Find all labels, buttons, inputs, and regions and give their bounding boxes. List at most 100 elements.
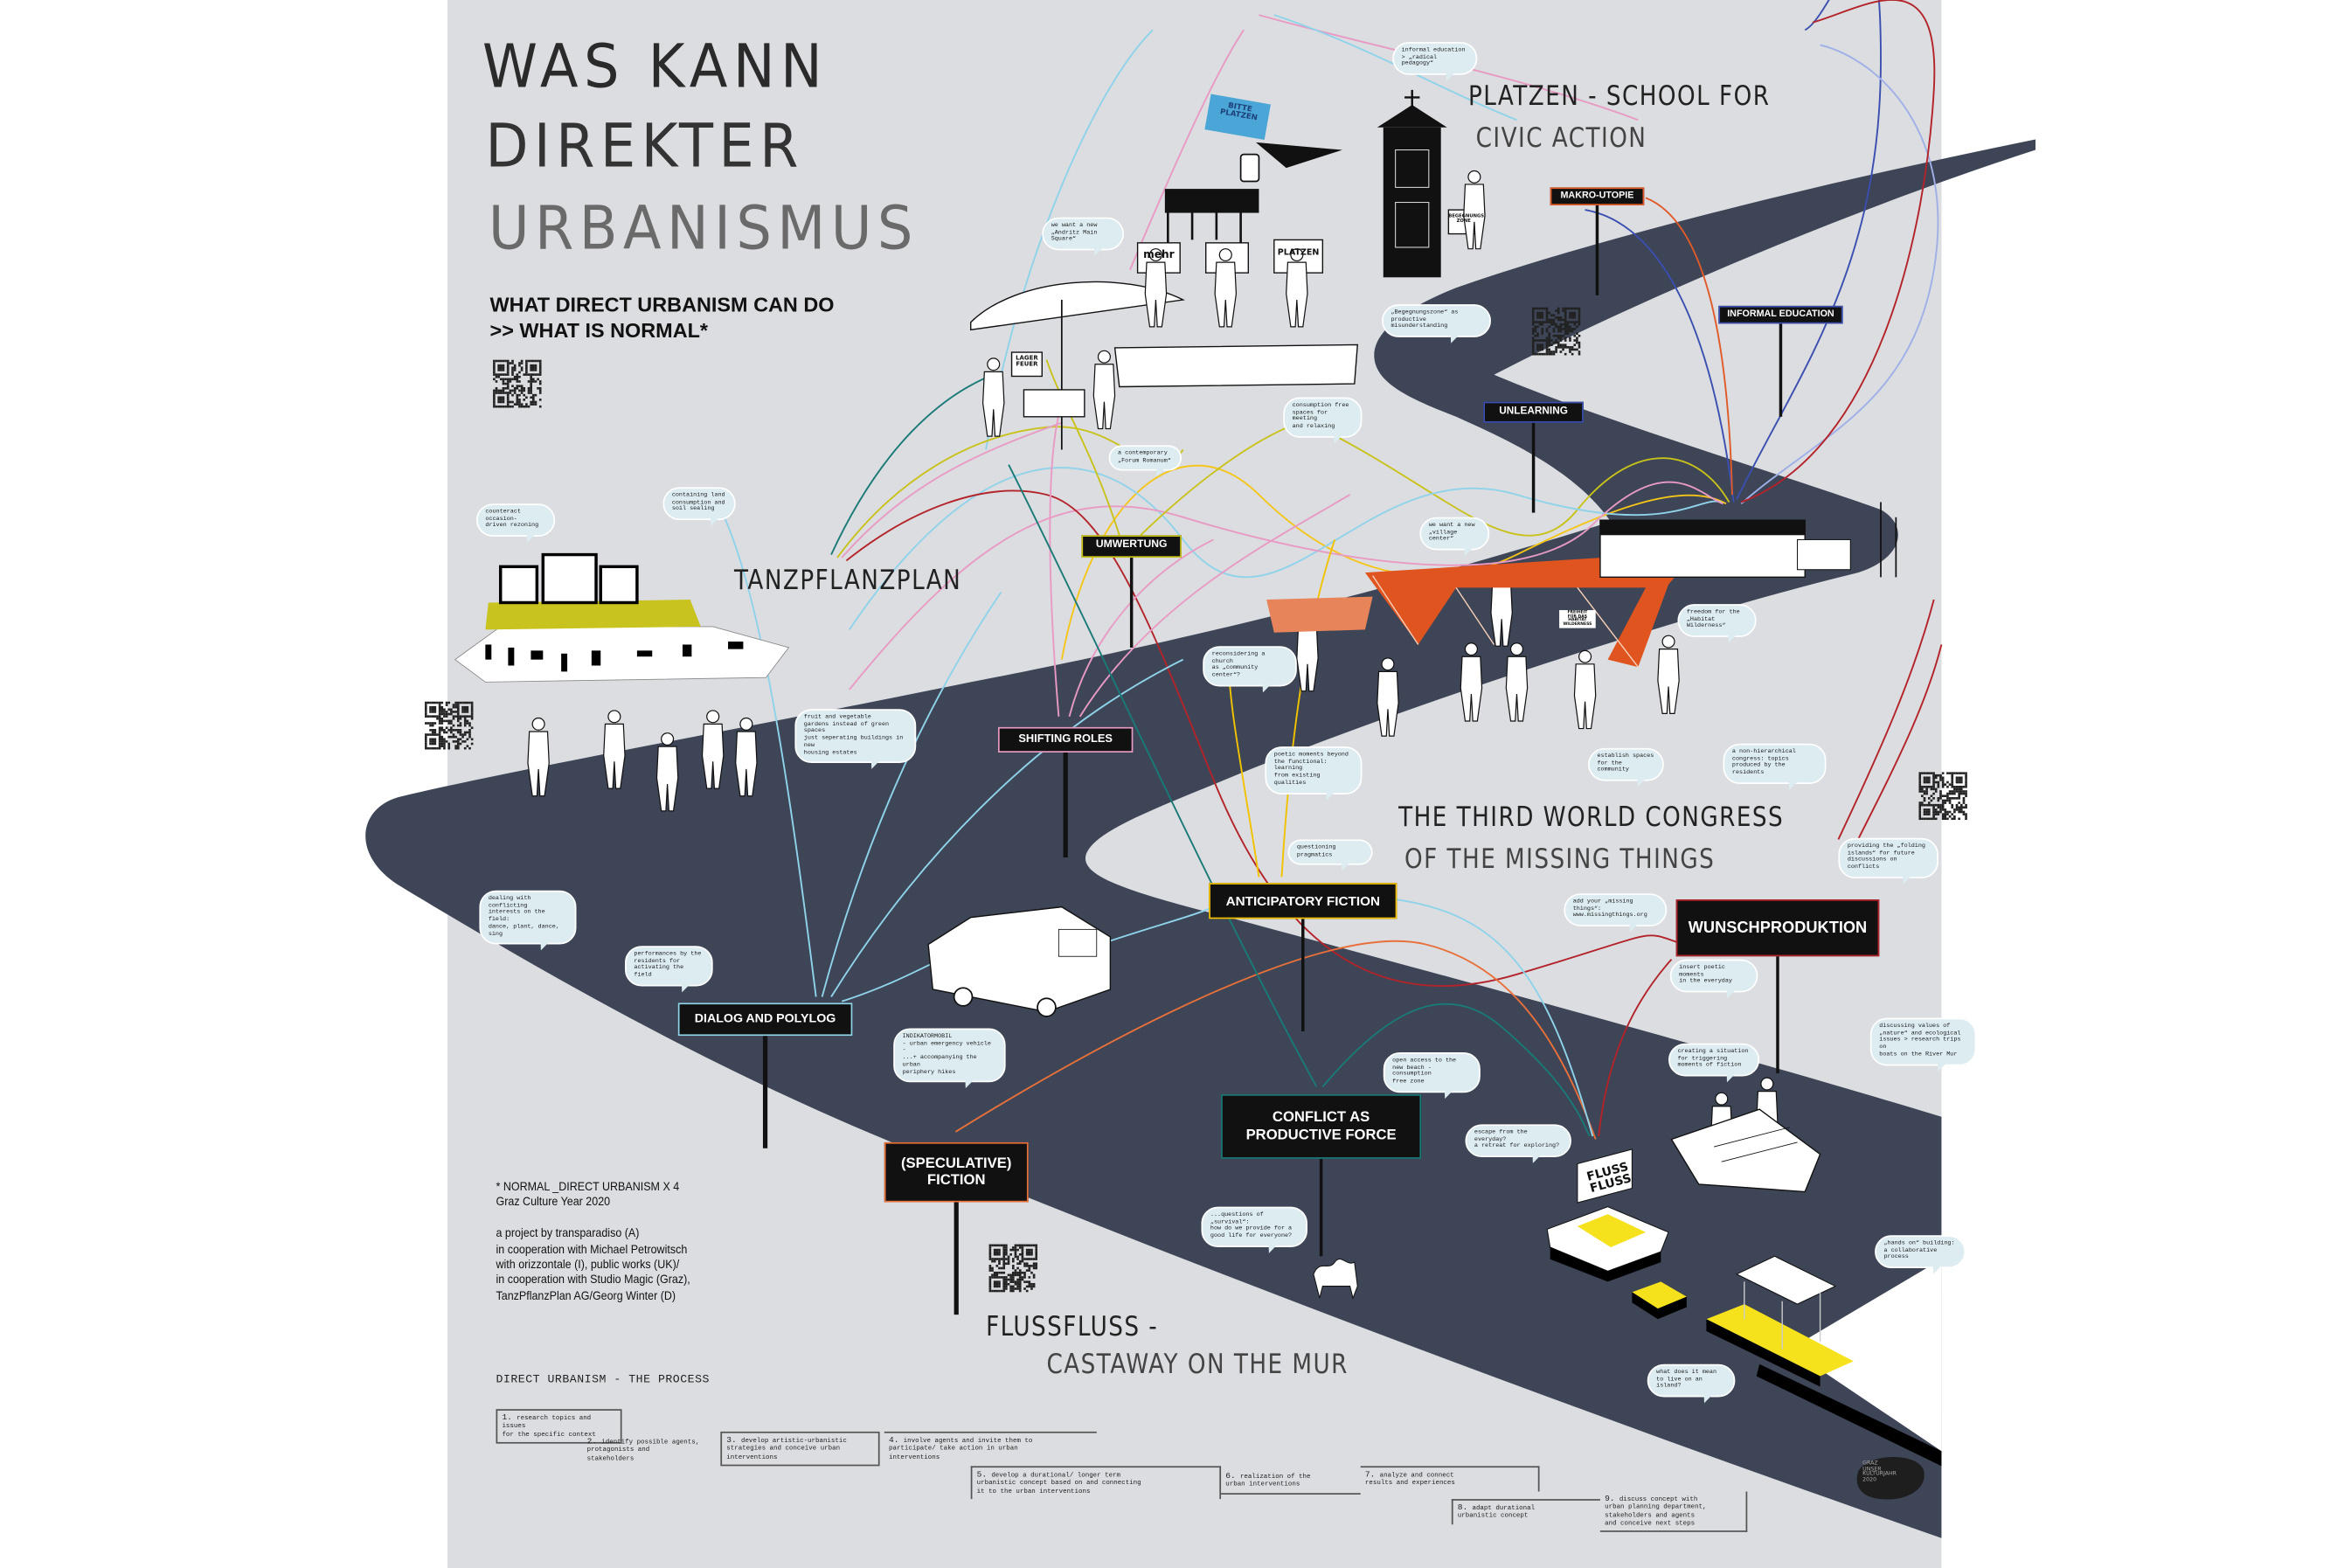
credits-line xyxy=(496,1211,690,1226)
theme-sign: UNLEARNING xyxy=(1483,401,1584,423)
qr-code[interactable] xyxy=(1918,772,1967,821)
process-step-text: analyze and connect results and experien… xyxy=(1364,1472,1455,1488)
sign-pole xyxy=(763,1036,767,1148)
title-line-3: URBANISMUS xyxy=(488,194,919,264)
theme-sign: SHIFTING ROLES xyxy=(997,726,1134,753)
line-yellow-umw-1 xyxy=(1045,359,1120,536)
speech-bubble: informal education > „radical pedagogy“ xyxy=(1392,42,1478,75)
process-step-text: develop artistic-urbanistic strategies a… xyxy=(726,1437,847,1461)
theme-sign: CONFLICT AS PRODUCTIVE FORCE xyxy=(1221,1094,1422,1159)
line-teal xyxy=(830,371,1002,555)
housing-estate-illustration xyxy=(454,552,790,683)
credits-line: in cooperation with Michael Petrowitsch xyxy=(496,1242,688,1256)
speech-bubble: „hands on“ building: a collaborative pro… xyxy=(1875,1235,1966,1269)
speech-bubble: discussing values of „nature“ and ecolog… xyxy=(1869,1017,1977,1065)
sign-lagerfeuer: LAGER FEUER xyxy=(1016,353,1038,368)
line-teal-long xyxy=(1008,464,1318,1087)
speech-bubble: INDIKATORMOBIL - urban emergency vehicle… xyxy=(893,1028,1006,1083)
sign-pole xyxy=(954,1202,959,1315)
process-step-number: 5. xyxy=(976,1468,988,1480)
connection-lines xyxy=(711,0,1943,1140)
speech-bubble: add your „missing things“: www.missingth… xyxy=(1564,893,1668,927)
theme-sign: UMWERTUNG xyxy=(1081,535,1182,559)
process-title: DIRECT URBANISM - THE PROCESS xyxy=(496,1374,710,1387)
pier-edge xyxy=(1756,1363,1942,1467)
sign-pole xyxy=(1319,1158,1323,1257)
line-lb-dialog-1 xyxy=(711,494,817,997)
speech-bubble: establish spaces for the community xyxy=(1588,747,1664,781)
platzen-illustration xyxy=(970,89,1480,450)
line-lb-dialog-2 xyxy=(821,591,1002,997)
sign-begegnungszone: BEGEGNUNGS ZONE xyxy=(1448,212,1484,224)
theme-sign: WUNSCHPRODUKTION xyxy=(1675,899,1880,957)
project-title-congress: THE THIRD WORLD CONGRESS xyxy=(1398,801,1785,834)
line-lightblue xyxy=(849,467,1723,630)
project-title-tanzpflanzplan: TANZPFLANZPLAN xyxy=(733,565,962,597)
line-blue-2 xyxy=(1736,0,1882,500)
qr-code[interactable] xyxy=(1531,307,1581,356)
indikatormobil-truck-illustration xyxy=(927,905,1112,1017)
line-pink-shift-1 xyxy=(1049,404,1063,717)
speech-bubble: we want a new „Andritz Main Square“ xyxy=(1042,217,1124,251)
speech-bubble: reconsidering a church as „community cen… xyxy=(1203,646,1297,687)
process-step: 6.realization of the urban interventions xyxy=(1221,1469,1361,1495)
theme-sign: (SPECULATIVE) FICTION xyxy=(884,1141,1029,1203)
speech-bubble: „Begegnungszone“ as productive misunders… xyxy=(1382,304,1491,338)
speech-bubble: a non-hierarchical congress: topics prod… xyxy=(1723,743,1827,784)
project-title-platzen-2: CIVIC ACTION xyxy=(1475,122,1647,155)
process-step: 5.develop a durational/ longer term urba… xyxy=(970,1466,1222,1499)
line-orange xyxy=(1645,197,1733,496)
speech-bubble: creating a situation for triggering mome… xyxy=(1668,1043,1760,1077)
speech-bubble: questioning pragmatics xyxy=(1287,839,1373,866)
line-pink-shift-3 xyxy=(1078,494,1351,718)
sign-pole xyxy=(1595,205,1599,295)
line-lb-dialog-3 xyxy=(830,658,1184,998)
qr-code[interactable] xyxy=(424,701,474,750)
process-step-number: 6. xyxy=(1225,1470,1236,1481)
speech-bubble: a contemporary „Forum Romanum“ xyxy=(1108,445,1182,472)
speech-bubble: consumption free spaces for meeting and … xyxy=(1283,397,1363,438)
congress-pavilion-illustration xyxy=(1266,502,1897,668)
process-step: 8.adapt durational urbanistic concept xyxy=(1451,1499,1600,1524)
process-step-text: discuss concept with urban planning depa… xyxy=(1605,1495,1707,1528)
credits-line: in cooperation with Studio Magic (Graz), xyxy=(496,1273,690,1287)
speech-bubble: performances by the residents for activa… xyxy=(625,946,713,987)
person-figure xyxy=(1657,635,1680,714)
project-title-congress-2: OF THE MISSING THINGS xyxy=(1404,843,1716,876)
qr-code[interactable] xyxy=(493,359,542,408)
process-step: 2.identify possible agents, protagonists… xyxy=(582,1434,718,1466)
speech-bubble: ...questions of „survival“: how do we pr… xyxy=(1201,1206,1307,1247)
speech-bubble: dealing with conflicting interests on th… xyxy=(479,890,577,945)
subtitle: WHAT DIRECT URBANISM CAN DO >> WHAT IS N… xyxy=(490,292,835,343)
process-step-number: 4. xyxy=(888,1434,899,1446)
qr-code[interactable] xyxy=(988,1244,1038,1293)
process-step: 4.involve agents and invite them to part… xyxy=(884,1431,1097,1465)
person-figure xyxy=(1377,657,1399,737)
credits-line: TanzPflanzPlan AG/Georg Winter (D) xyxy=(496,1288,676,1303)
theme-sign: INFORMAL EDUCATION xyxy=(1718,305,1843,324)
speech-bubble: providing the „folding islands“ for futu… xyxy=(1838,837,1938,878)
theme-sign: ANTICIPATORY FICTION xyxy=(1209,883,1397,919)
process-step: 9.discuss concept with urban planning de… xyxy=(1599,1491,1748,1533)
project-title-flussfluss-2: CASTAWAY ON THE MUR xyxy=(1046,1349,1349,1381)
camel-illustration xyxy=(1313,1258,1358,1301)
speech-bubble: counteract occasion- driven rezoning xyxy=(475,503,556,538)
pier-ground xyxy=(1789,1259,1942,1452)
line-lb-truck xyxy=(1099,905,1214,946)
line-teal-conflict xyxy=(1321,1003,1591,1137)
credits-line: with orizzontale (I), public works (UK)/ xyxy=(496,1258,680,1272)
flussfluss-islands-illustration xyxy=(1546,1148,1854,1387)
person-figure xyxy=(735,717,758,797)
person-figure xyxy=(1144,248,1168,328)
line-periwinkle xyxy=(1740,44,1939,504)
person-figure xyxy=(655,732,679,812)
process-step-text: adapt durational urbanistic concept xyxy=(1457,1504,1536,1521)
culture-year-logo: GRAZ UNSER KULTURJAHR 2020 xyxy=(1862,1460,1897,1482)
credits-line: Graz Culture Year 2020 xyxy=(496,1195,611,1210)
people-illustrations xyxy=(527,170,1779,1172)
project-title-platzen: PLATZEN - SCHOOL FOR xyxy=(1467,80,1771,113)
theme-sign: DIALOG AND POLYLOG xyxy=(677,1003,853,1037)
speech-bubble: freedom for the „Habitat Wilderness“ xyxy=(1677,604,1757,638)
process-step-number: 7. xyxy=(1364,1468,1376,1480)
